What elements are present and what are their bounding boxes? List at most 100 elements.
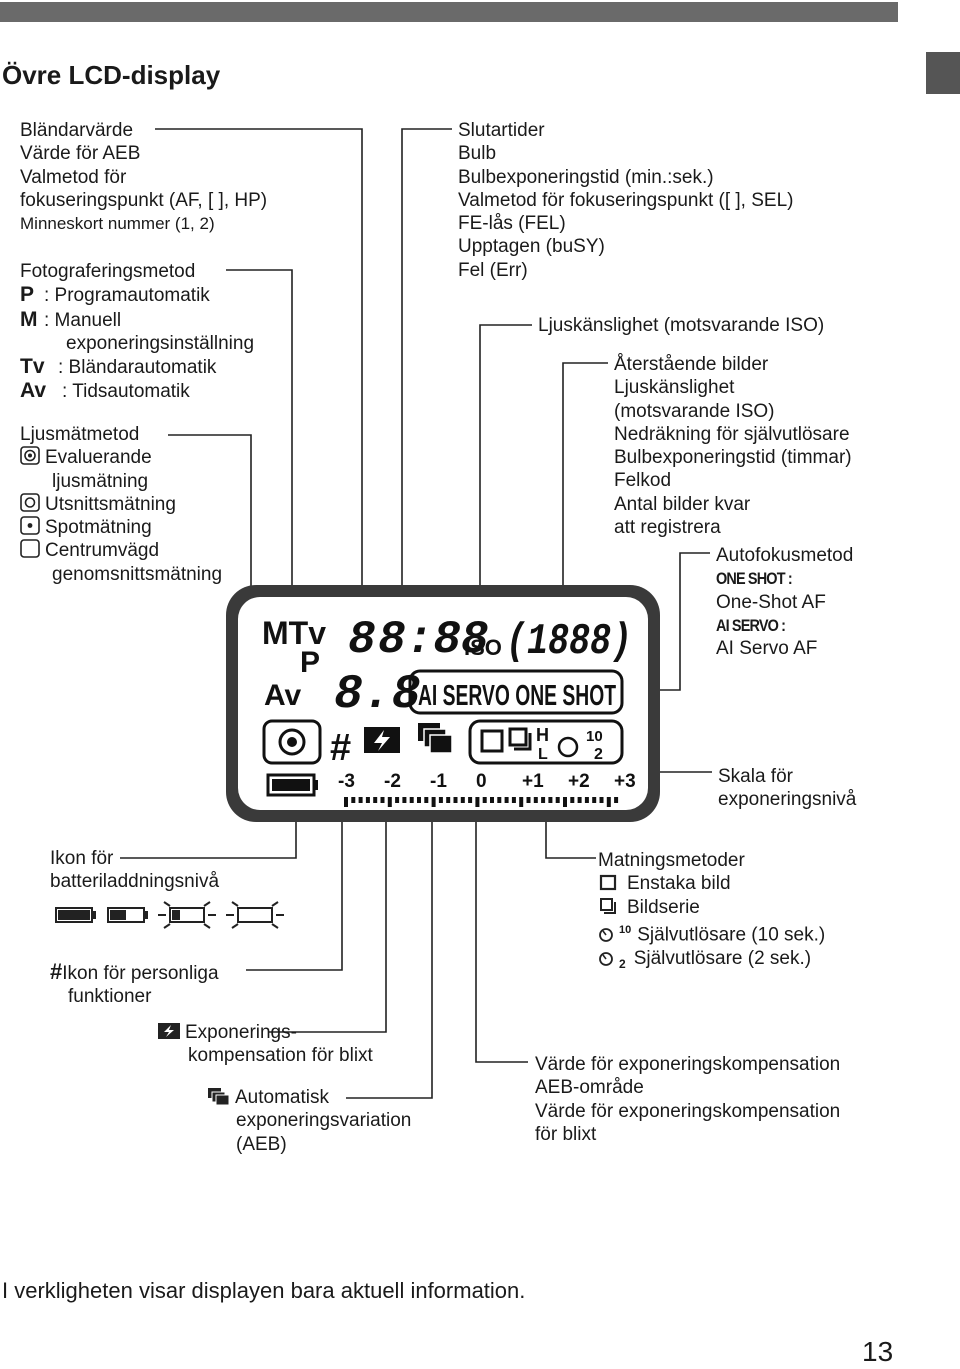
lcd-scale-tick: [417, 797, 421, 803]
af-point-label-2: fokuseringspunkt (AF, [ ], HP): [20, 189, 268, 211]
error-label: Fel (Err): [458, 259, 528, 281]
metering-item-6: genomsnittsmätning: [52, 563, 223, 585]
remaining-item-4: Nedräkning för självutlösare: [614, 423, 850, 445]
remaining-item-5: Bulbexponeringstid (timmar): [614, 447, 852, 469]
busy-label: Upptagen (buSY): [458, 236, 605, 258]
partial-metering-icon: [20, 493, 40, 512]
footer-note: I verkligheten visar displayen bara aktu…: [2, 1278, 526, 1303]
aperture-label: Bländarvärde: [20, 120, 134, 141]
lcd-scale-label: +1: [522, 771, 544, 792]
lcd-scale-tick: [584, 797, 589, 803]
lcd-scale-tick: [402, 797, 407, 803]
one-shot-text: One-Shot AF: [716, 591, 826, 613]
lcd-scale-tick: [511, 797, 516, 803]
drive-block: Matningsmetoder Enstaka bild Bildserie 1…: [598, 849, 825, 977]
lcd-scale-tick: [438, 797, 443, 803]
aeb-label: Automatisk exponeringsvariation (AEB): [208, 1086, 411, 1156]
remaining-item-6: Felkod: [614, 470, 672, 492]
lcd-drive-h: H: [536, 725, 549, 745]
custom-fn-line-2: funktioner: [68, 986, 152, 1008]
lcd-scale-tick: [599, 797, 604, 803]
exp-comp-line-3: Värde för exponeringskompensation: [535, 1100, 841, 1122]
lcd-scale-tick: [344, 797, 348, 807]
af-point-sel-label: Valmetod för fokuseringspunkt ([ ], SEL): [458, 189, 794, 211]
lcd-scale-label: +2: [568, 771, 590, 792]
aeb-line-3: (AEB): [236, 1133, 287, 1155]
exp-comp-line-1: Värde för exponeringskompensation: [535, 1054, 841, 1075]
mode-text-p: : Programautomatik: [44, 285, 210, 307]
mode-glyph-av: Av: [20, 379, 47, 403]
lcd-single-icon: [480, 729, 504, 753]
shooting-mode-heading: Fotograferingsmetod: [20, 261, 196, 282]
lcd-scale-label: +3: [614, 771, 636, 792]
lcd-scale-tick: [541, 797, 546, 803]
self-timer-10-glyph: 10: [619, 923, 632, 936]
chapter-tab: [926, 52, 960, 94]
mode-text-tv: : Bländarautomatik: [58, 357, 217, 379]
aeb-icon: [208, 1088, 230, 1106]
aeb-value-label: Värde för AEB: [20, 143, 141, 165]
lcd-scale-tick: [548, 797, 553, 803]
flash-comp-label: Exponerings- kompensation för blixt: [158, 1021, 373, 1068]
lcd-scale-tick: [424, 797, 429, 803]
shooting-mode-block: Fotograferingsmetod P: Programautomatik …: [20, 260, 254, 404]
lcd-shutter-digits: 8:88: [378, 614, 488, 666]
exposure-scale-label: Skala för exponeringsnivå: [718, 765, 856, 812]
mode-text-av: : Tidsautomatik: [62, 381, 190, 403]
drive-item-3: Självutlösare (10 sek.): [637, 924, 826, 946]
lcd-screen: MTv P Av 8 8:88 ISO (1888) 8.8 AI SERVO …: [238, 597, 648, 810]
af-point-label: Valmetod för: [20, 166, 127, 188]
lcd-af-box: [408, 669, 624, 715]
remaining-item-1: Återstående bilder: [614, 354, 769, 375]
battery-label: Ikon för batteriladdningsnivå: [50, 847, 219, 894]
metering-block: Ljusmätmetod Evaluerande ljusmätning Uts…: [20, 423, 222, 586]
remaining-item-8: att registrera: [614, 517, 721, 539]
af-mode-block: Autofokusmetod ONE SHOT : One-Shot AF AI…: [716, 544, 853, 660]
metering-item-3: Utsnittsmätning: [45, 493, 176, 515]
battery-low-icon: [169, 907, 205, 923]
lcd-scale-tick: [497, 797, 502, 803]
shutter-label: Slutartider: [458, 120, 545, 141]
lcd-scale-tick: [592, 797, 597, 803]
remaining-item-7: Antal bilder kvar: [614, 493, 751, 515]
right-top-labels: Slutartider Bulb Bulbexponeringstid (min…: [458, 119, 793, 282]
exposure-scale-line-2: exponeringsnivå: [718, 789, 857, 811]
ai-servo-glyph: AI SERVO :: [716, 615, 786, 635]
remaining-item-3: (motsvarande ISO): [614, 400, 775, 422]
lcd-scale-tick: [614, 797, 619, 803]
drive-item-2: Bildserie: [627, 896, 700, 918]
lcd-aperture: 8.8: [334, 668, 420, 722]
lcd-scale-tick: [570, 797, 575, 803]
spot-metering-icon: [20, 516, 40, 535]
mode-text-m: : Manuell: [44, 309, 122, 331]
lcd-timer-10: 10: [586, 728, 603, 745]
lcd-drive-l: L: [538, 746, 548, 763]
lcd-scale-tick: [475, 797, 480, 807]
lcd-mode-p: P: [300, 646, 320, 679]
lcd-scale-tick: [526, 797, 531, 803]
lcd-scale-tick: [409, 797, 414, 803]
fe-lock-label: FE-lås (FEL): [458, 213, 566, 235]
metering-item-4: Spotmätning: [45, 517, 152, 539]
lcd-scale-tick: [446, 797, 451, 803]
lcd-scale-tick: [606, 797, 611, 807]
lcd-scale-tick: [504, 797, 509, 803]
aeb-line-2: exponeringsvariation: [236, 1110, 412, 1132]
self-timer-2-glyph: 2: [619, 957, 626, 972]
lcd-scale-tick: [358, 797, 363, 803]
remaining-block: Återstående bilder Ljuskänslighet (motsv…: [614, 353, 852, 539]
flash-comp-line-1: Exponerings-: [185, 1022, 297, 1043]
lcd-frame: MTv P Av 8 8:88 ISO (1888) 8.8 AI SERVO …: [226, 585, 660, 822]
aeb-line-1: Automatisk: [235, 1087, 329, 1108]
page-number: 13: [862, 1336, 894, 1367]
lcd-scale-tick: [563, 797, 567, 807]
lcd-scale-tick: [395, 797, 400, 803]
af-mode-heading: Autofokusmetod: [716, 545, 854, 566]
custom-fn-glyph: #: [50, 959, 63, 984]
bulb-label: Bulb: [458, 143, 497, 165]
drive-heading: Matningsmetoder: [598, 850, 745, 871]
self-timer-2-icon: [599, 951, 613, 966]
lcd-scale-tick: [365, 797, 370, 803]
lcd-scale-tick: [460, 797, 465, 803]
